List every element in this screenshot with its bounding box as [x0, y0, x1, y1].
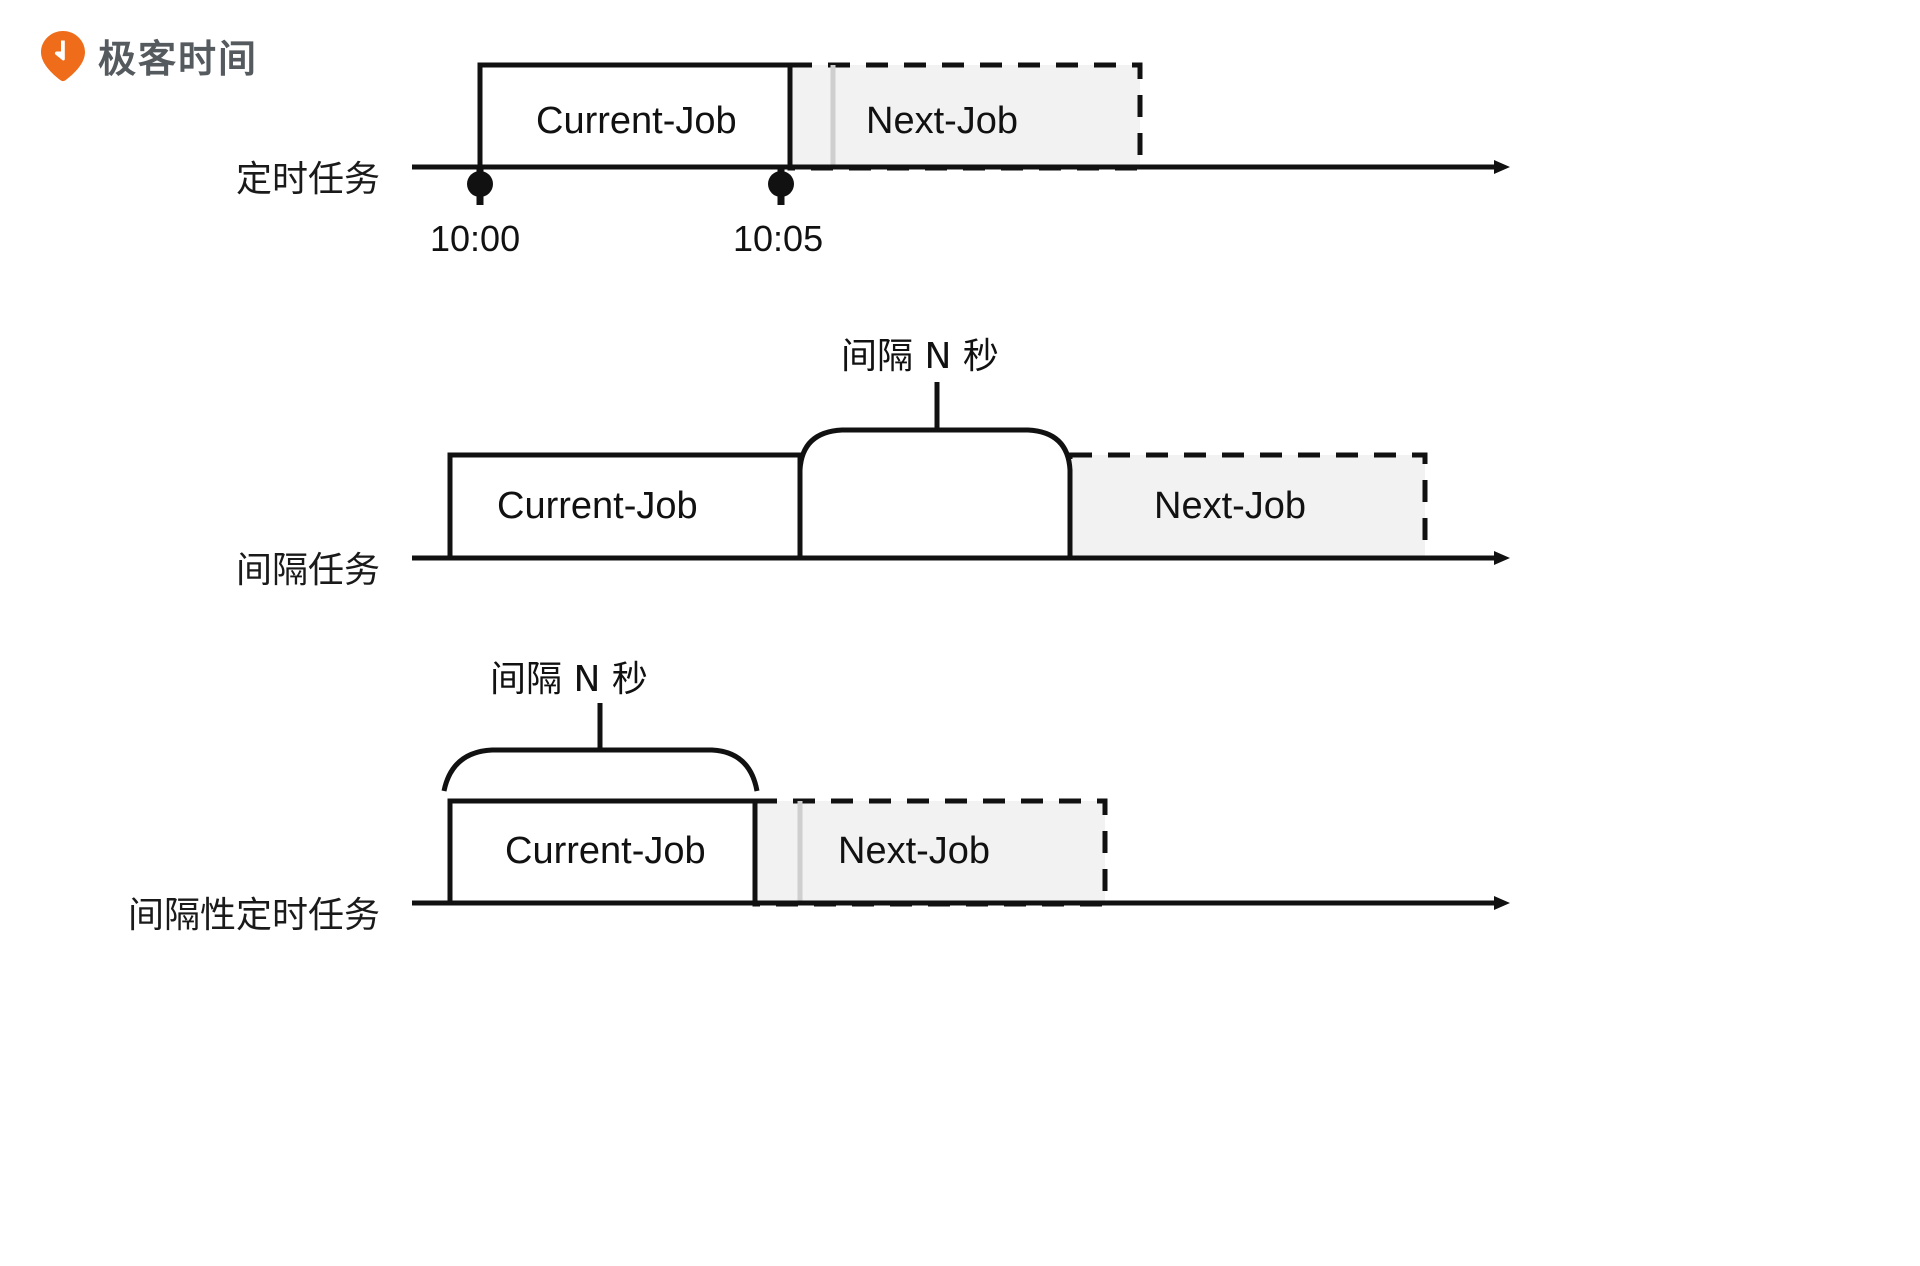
tick-dot-10-05 — [768, 171, 794, 197]
row-label-cron-job: 定时任务 — [235, 159, 380, 200]
row-label-interval-job: 间隔任务 — [235, 550, 380, 591]
gap-brace-row3 — [441, 747, 760, 792]
next-job-label-row3: Next-Job — [838, 830, 991, 872]
current-job-label-row3: Current-Job — [505, 830, 706, 872]
row-cron-job — [412, 62, 1510, 205]
current-job-box-row3 — [447, 798, 758, 903]
gap-brace-row2 — [797, 427, 1073, 558]
current-job-label-row2: Current-Job — [497, 485, 698, 527]
next-job-label-row1: Next-Job — [866, 100, 1019, 142]
row-label-interval-cron-job: 间隔性定时任务 — [127, 895, 380, 936]
gap-label-row3: 间隔 N 秒 — [490, 659, 648, 700]
brand-name: 极客时间 — [98, 37, 259, 81]
row-interval-cron-job — [412, 703, 1510, 910]
next-job-box-row2 — [1067, 452, 1428, 561]
tick-label-10-00: 10:00 — [430, 218, 521, 259]
current-job-box-row1 — [477, 62, 793, 168]
current-job-label-row1: Current-Job — [536, 100, 737, 142]
row-interval-job — [412, 382, 1510, 565]
geektime-pin-logo-icon — [40, 30, 86, 82]
next-job-box-row3 — [752, 798, 1108, 907]
brand-logo: 极客时间 — [40, 28, 258, 83]
tick-label-10-05: 10:05 — [733, 218, 824, 259]
next-job-label-row2: Next-Job — [1154, 485, 1307, 527]
gap-label-row2: 间隔 N 秒 — [841, 336, 999, 377]
tick-dot-10-00 — [467, 171, 493, 197]
